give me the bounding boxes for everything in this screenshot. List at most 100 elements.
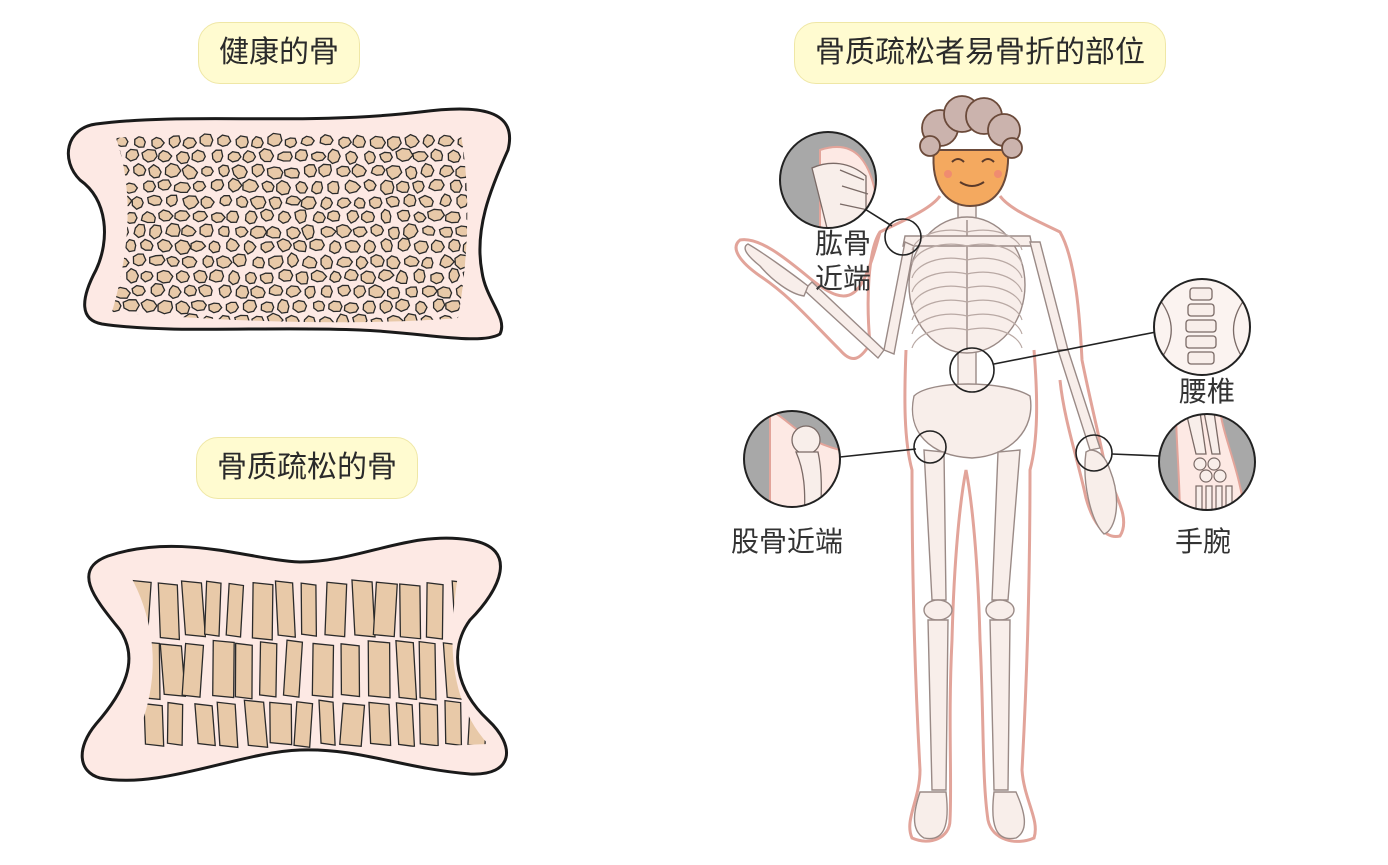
healthy-trabecula-cell bbox=[133, 223, 146, 239]
healthy-trabecula-cell bbox=[252, 256, 266, 269]
healthy-trabecula-cell bbox=[343, 302, 360, 314]
healthy-trabecula-cell bbox=[300, 135, 316, 147]
osteoporotic-trabecula-cell bbox=[274, 580, 296, 638]
healthy-trabecula-cell bbox=[166, 194, 178, 208]
healthy-trabecula-cell bbox=[260, 301, 275, 313]
healthy-trabecula-cell bbox=[295, 180, 309, 194]
healthy-trabecula-cell bbox=[226, 210, 240, 223]
healthy-trabecula-cell bbox=[403, 312, 418, 323]
healthy-trabecula-cell bbox=[232, 253, 247, 268]
humerus-label-line2: 近端 bbox=[815, 262, 872, 295]
healthy-trabecula-cell bbox=[413, 240, 430, 255]
healthy-trabecula-cell bbox=[208, 302, 223, 314]
osteoporotic-trabecula-cell bbox=[293, 701, 314, 749]
osteoporotic-trabecula-cell bbox=[269, 701, 293, 746]
rib-line bbox=[911, 313, 1023, 335]
osteoporotic-trabecula-cell bbox=[367, 640, 391, 699]
healthy-trabecula-cell bbox=[250, 285, 266, 299]
healthy-trabecula-cell bbox=[285, 285, 302, 298]
healthy-trabecula-cell bbox=[182, 195, 200, 210]
healthy-trabecula-cell bbox=[310, 269, 328, 283]
femur-label: 股骨近端 bbox=[731, 525, 844, 558]
lumbar-label: 腰椎 bbox=[1179, 375, 1236, 408]
healthy-trabecula-cell bbox=[310, 180, 324, 195]
healthy-trabecula-cell bbox=[303, 315, 316, 323]
healthy-trabecula-cell bbox=[395, 269, 409, 285]
healthy-trabecula-cell bbox=[208, 240, 221, 254]
healthy-trabecula-cell bbox=[309, 238, 326, 252]
healthy-trabecula-cell bbox=[234, 226, 249, 238]
healthy-trabecula-cell bbox=[260, 241, 275, 254]
healthy-trabecula-cell bbox=[175, 270, 191, 284]
healthy-trabecula-cell bbox=[148, 163, 162, 179]
osteoporotic-trabecula-cell bbox=[318, 699, 336, 746]
osteoporotic-trabecula-cell bbox=[159, 643, 187, 697]
healthy-trabecula-cell bbox=[139, 238, 154, 251]
healthy-trabecula-cell bbox=[420, 162, 435, 178]
healthy-trabecula-cell bbox=[191, 149, 207, 163]
rib-line bbox=[911, 257, 1023, 279]
healthy-trabecula-cell bbox=[210, 212, 226, 224]
healthy-trabecula-cell bbox=[352, 134, 367, 149]
healthy-trabecula-cell bbox=[301, 255, 318, 269]
healthy-trabecula-cell bbox=[276, 151, 293, 162]
healthy-trabecula-cell bbox=[449, 179, 463, 193]
healthy-trabecula-cell bbox=[430, 239, 446, 254]
osteoporotic-trabecula-cell bbox=[243, 699, 269, 749]
healthy-trabecula-cell bbox=[420, 256, 434, 269]
healthy-trabecula-cell bbox=[173, 181, 192, 194]
healthy-trabecula-cell bbox=[413, 211, 427, 223]
healthy-trabecula-cell bbox=[404, 133, 420, 149]
healthy-trabecula-cell bbox=[190, 299, 208, 312]
marker-lumbar bbox=[949, 347, 995, 393]
healthy-trabecula-cell bbox=[415, 300, 428, 315]
healthy-trabecula-cell bbox=[268, 255, 284, 270]
healthy-trabecula-cell bbox=[432, 298, 446, 313]
osteoporotic-trabecula-cell bbox=[180, 580, 207, 638]
healthy-trabecula-cell bbox=[276, 179, 292, 196]
healthy-trabecula-cell bbox=[217, 164, 230, 178]
healthy-trabecula-cell bbox=[285, 195, 302, 206]
healthy-trabecula-cell bbox=[328, 300, 343, 313]
healthy-trabecula-cell bbox=[181, 224, 197, 237]
healthy-trabecula-cell bbox=[312, 210, 327, 224]
marker-humerus bbox=[884, 218, 922, 256]
healthy-trabecula-cell bbox=[217, 134, 232, 147]
osteoporotic-trabecula-cell bbox=[351, 579, 376, 638]
healthy-trabecula-cell bbox=[294, 209, 307, 225]
osteoporotic-trabecula-cell bbox=[339, 702, 366, 747]
healthy-trabecula-cell bbox=[368, 196, 383, 210]
humerus-label-line1: 肱骨 bbox=[815, 227, 872, 260]
healthy-trabecula-cell bbox=[268, 284, 284, 297]
healthy-trabecula-cell bbox=[351, 163, 367, 178]
healthy-trabecula-cell bbox=[164, 162, 182, 179]
healthy-trabecula-cell bbox=[182, 137, 198, 150]
healthy-trabecula-cell bbox=[343, 268, 359, 282]
healthy-trabecula-cell bbox=[192, 180, 207, 193]
healthy-trabecula-cell bbox=[337, 284, 352, 297]
healthy-trabecula-cell bbox=[181, 164, 199, 180]
healthy-trabecula-cell bbox=[426, 208, 446, 222]
osteoporotic-trabecula-cell bbox=[203, 580, 222, 637]
healthy-trabecula-cell bbox=[318, 316, 335, 323]
healthy-trabecula-cell bbox=[125, 238, 137, 253]
healthy-trabecula-cell bbox=[402, 223, 419, 240]
healthy-trabecula-cell bbox=[197, 284, 213, 298]
osteoporotic-trabecula-cell bbox=[368, 701, 392, 747]
healthy-trabecula-cell bbox=[156, 238, 173, 253]
healthy-trabecula-cell bbox=[235, 135, 249, 149]
healthy-trabecula-cell bbox=[134, 135, 146, 148]
healthy-trabecula-cell bbox=[140, 298, 158, 313]
healthy-trabecula-cell bbox=[318, 163, 333, 178]
callout-markers bbox=[839, 205, 1161, 472]
osteoporotic-bone-title: 骨质疏松的骨 bbox=[196, 437, 418, 499]
healthy-trabecula-cell bbox=[455, 225, 468, 237]
humerus-label: 肱骨 近端 bbox=[815, 226, 871, 296]
healthy-trabecula-cell bbox=[360, 210, 376, 224]
healthy-trabecula-cell bbox=[244, 210, 258, 225]
healthy-trabecula-cell bbox=[226, 237, 241, 252]
healthy-trabecula-cell bbox=[268, 196, 283, 211]
healthy-trabecula-cell bbox=[266, 312, 284, 323]
healthy-trabecula-cell bbox=[150, 282, 166, 298]
healthy-trabecula-cell bbox=[125, 148, 140, 162]
